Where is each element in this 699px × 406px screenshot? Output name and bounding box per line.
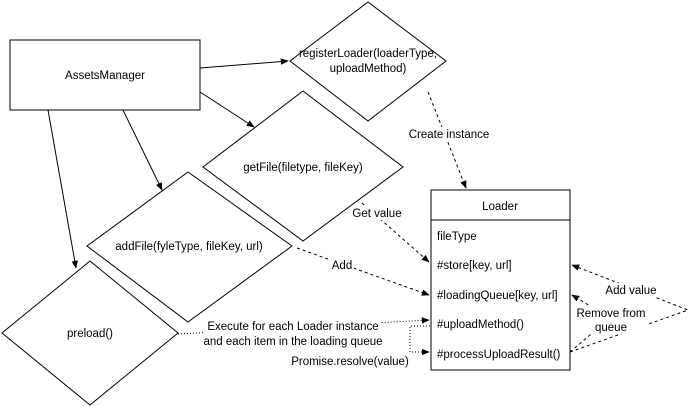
register-loader-label-line1: registerLoader(loaderType,: [299, 48, 437, 60]
preload-label: preload(): [67, 328, 113, 340]
edge-manager-to-getfile: [199, 91, 255, 128]
edge-manager-to-registerloader: [199, 58, 289, 69]
loader-member: #loadingQueue[key, url]: [437, 290, 558, 302]
edge-label-add-value: Add value: [605, 285, 656, 297]
loader-member: #uploadMethod(): [437, 319, 524, 331]
loader-class: Loader fileType #store[key, url] #loadin…: [430, 189, 571, 371]
get-file-node: [202, 90, 404, 242]
edge-label-get-value: Get value: [352, 208, 401, 220]
edge-label-remove-line1: Remove from: [576, 308, 645, 320]
edge-label-create-instance: Create instance: [409, 129, 490, 141]
edge-manager-to-preload: [47, 109, 78, 269]
preload-node: [1, 260, 179, 406]
register-loader-label-line2: uploadMethod): [330, 63, 407, 75]
add-file-node: [86, 171, 293, 323]
edge-label-execute-line2: and each item in the loading queue: [203, 336, 382, 348]
add-file-label: addFile(fyleType, fileKey, url): [115, 241, 263, 253]
loader-class-box: [430, 189, 571, 371]
edge-label-add: Add: [332, 260, 352, 272]
loader-member: #store[key, url]: [437, 260, 512, 272]
edge-uploadmethod-to-processresult: [409, 325, 430, 356]
edge-addfile-to-loadingqueue: [296, 247, 430, 296]
edge-label-execute-line1: Execute for each Loader instance: [207, 321, 378, 333]
assets-manager-node: [9, 39, 201, 111]
loader-member: fileType: [437, 231, 477, 243]
edge-registerloader-to-loader: [427, 91, 467, 189]
edge-label-remove-line2: queue: [595, 322, 627, 334]
loader-class-title: Loader: [482, 201, 518, 213]
register-loader-node: [289, 1, 447, 122]
get-file-label: getFile(filetype, fileKey): [243, 162, 363, 174]
loader-member: #processUploadResult(): [437, 349, 561, 361]
edge-manager-to-addfile: [122, 109, 163, 191]
assets-manager-label: AssetsManager: [65, 70, 145, 82]
edge-label-promise-resolve: Promise.resolve(value): [291, 356, 409, 368]
